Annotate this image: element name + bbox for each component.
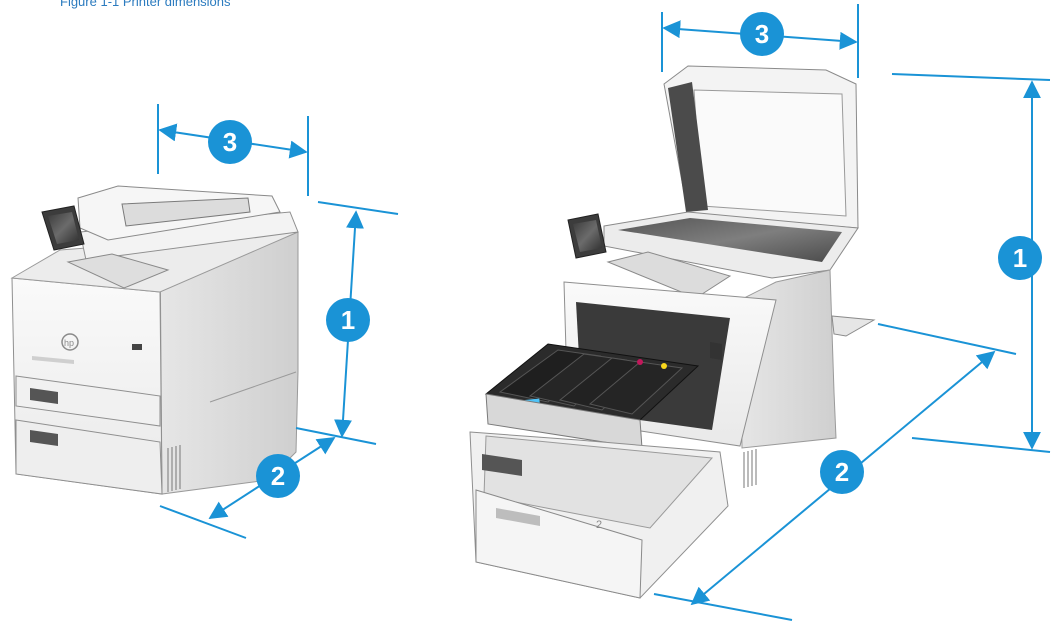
- callout-1-left: [326, 298, 370, 342]
- right-lid-hinge: [668, 82, 708, 212]
- callout-1-right-label: 1: [1013, 243, 1027, 273]
- callout-3-right: [740, 12, 784, 56]
- callout-1-left-label: 1: [341, 305, 355, 335]
- right-touchscreen: [573, 220, 602, 252]
- right-tray-2-inside: [483, 435, 714, 529]
- right-printer: 2: [469, 65, 876, 599]
- right-callouts: 3 1 2: [740, 12, 1042, 494]
- left-callouts: 3 1 2: [208, 120, 370, 498]
- right-scanner-glass: [618, 218, 842, 262]
- hp-logo-icon: [61, 333, 79, 351]
- left-front-strip: [32, 356, 74, 364]
- right-tray-2-handle: [482, 454, 522, 476]
- callout-2-right-label: 2: [835, 457, 849, 487]
- left-tray-1: [15, 375, 161, 427]
- right-output-tray: [606, 251, 732, 299]
- callout-3-right-label: 3: [755, 19, 769, 49]
- callout-3-left-label: 3: [223, 127, 237, 157]
- callout-2-left: [256, 454, 300, 498]
- right-tray-2-slot: [496, 508, 540, 526]
- yellow-marker: [661, 363, 667, 369]
- left-printer: hp: [10, 185, 299, 495]
- left-touchscreen: [48, 212, 79, 244]
- right-vents: [743, 449, 757, 488]
- callout-3-left: [208, 120, 252, 164]
- figure-caption: Figure 1-1 Printer dimensions: [60, 0, 231, 9]
- callout-2-right: [820, 450, 864, 494]
- left-feeder-tray: [121, 197, 251, 227]
- left-side-edge: [209, 371, 297, 403]
- left-tray-1-handle: [30, 388, 58, 404]
- toner-cartridge-yellow: [588, 361, 684, 415]
- left-tray-2-handle: [30, 430, 58, 446]
- right-rear-extension: [831, 315, 876, 337]
- right-lid-glass: [693, 89, 847, 217]
- callout-1-right: [998, 236, 1042, 280]
- magenta-marker: [637, 359, 643, 365]
- left-vents: [167, 445, 181, 492]
- tray-number: 2: [596, 519, 602, 531]
- right-door-latch: [710, 342, 722, 360]
- left-output-tray: [66, 253, 170, 289]
- power-button: [132, 344, 142, 350]
- callout-2-left-label: 2: [271, 461, 285, 491]
- hp-logo-text: hp: [64, 338, 74, 348]
- toner-cartridges: [498, 349, 684, 415]
